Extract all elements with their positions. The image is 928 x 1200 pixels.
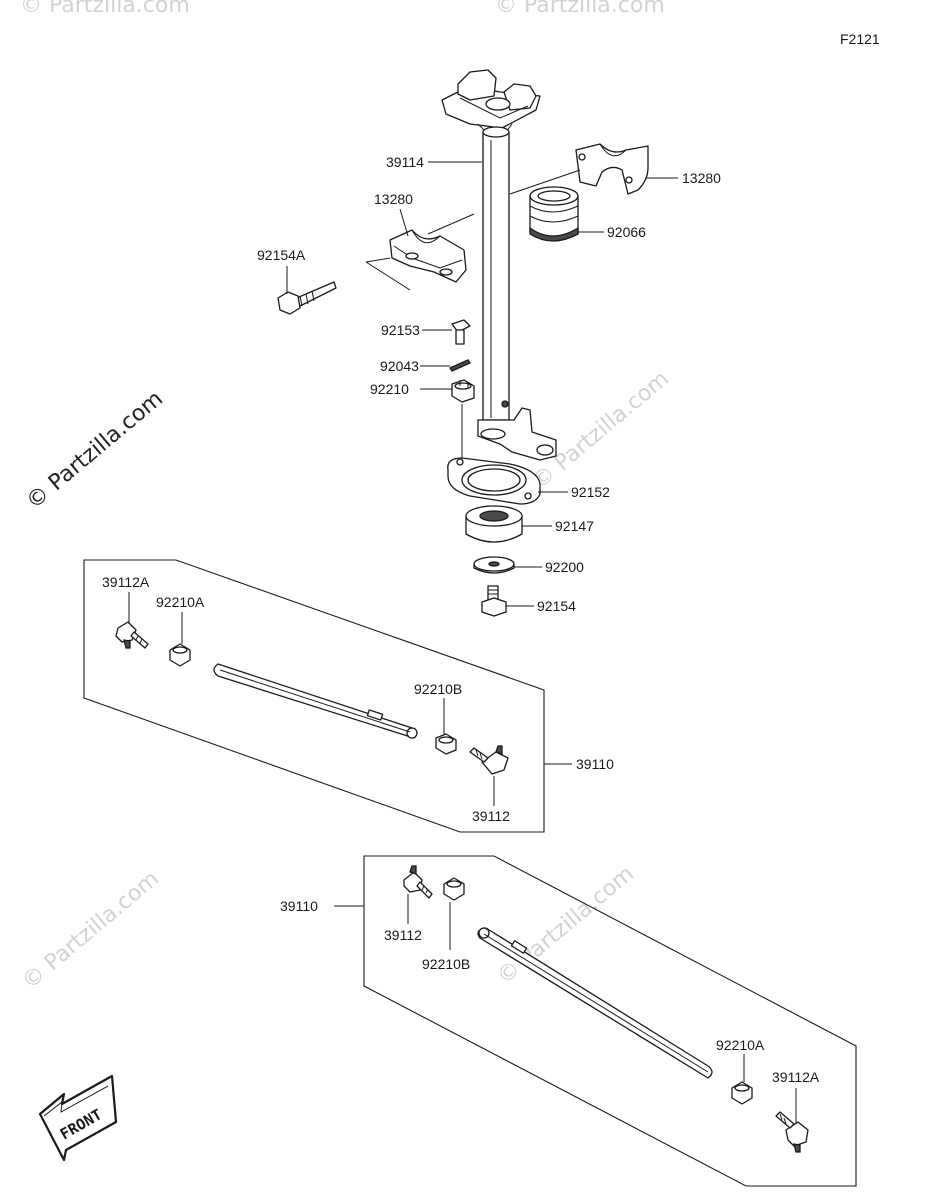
nut-b-2 <box>443 877 465 901</box>
label-92210b-2: 92210B <box>422 956 470 972</box>
label-39114: 39114 <box>386 154 424 170</box>
watermark-top-center: © Partzilla.com <box>495 0 665 18</box>
label-92043: 92043 <box>380 358 419 374</box>
label-39112a-2: 39112A <box>772 1069 820 1085</box>
tube-1 <box>213 663 418 739</box>
label-92147: 92147 <box>555 518 594 534</box>
label-39112-1: 39112 <box>472 808 510 824</box>
nut-b-1 <box>435 733 457 755</box>
figure-code: F2121 <box>840 31 880 47</box>
label-92152: 92152 <box>571 484 610 500</box>
washer <box>473 556 515 574</box>
nut-a-2 <box>731 1081 753 1105</box>
watermark-bottom-center: © Partzilla.com <box>493 861 639 989</box>
watermark-left: © Partzilla.com <box>22 386 168 514</box>
bushing <box>529 186 579 242</box>
tie-rod-assembly-2 <box>363 855 857 1187</box>
label-92154: 92154 <box>537 598 576 614</box>
guide-bolt-92154a-2 <box>365 257 391 263</box>
label-92210: 92210 <box>370 381 409 397</box>
clamp-lower <box>389 229 467 283</box>
label-92153: 92153 <box>381 322 420 338</box>
watermark-top-left: © Partzilla.com <box>20 0 190 18</box>
label-13280-right: 13280 <box>682 170 721 186</box>
tie-rod-end-a-2 <box>775 1111 809 1153</box>
label-92210b-1: 92210B <box>414 681 462 697</box>
tie-rod-end-2 <box>403 865 433 899</box>
watermark-center: © Partzilla.com <box>528 366 674 494</box>
guide-clamp-lower <box>427 213 475 235</box>
clamp-upper <box>575 143 649 195</box>
bolt-bottom <box>481 585 507 617</box>
label-92200: 92200 <box>545 559 584 575</box>
steering-shaft <box>441 69 557 461</box>
watermark-bottom-left: © Partzilla.com <box>18 866 164 994</box>
label-39110-2: 39110 <box>280 898 318 914</box>
leader-13280-left <box>399 208 409 237</box>
castle-nut <box>451 379 475 403</box>
label-39112-2: 39112 <box>384 927 422 943</box>
label-13280-left: 13280 <box>374 191 413 207</box>
label-92066: 92066 <box>607 224 646 240</box>
label-39110-1: 39110 <box>576 756 614 772</box>
label-92154a: 92154A <box>257 247 306 263</box>
label-92210a-2: 92210A <box>716 1037 765 1053</box>
label-39112a-1: 39112A <box>102 574 150 590</box>
tube-2 <box>477 927 713 1079</box>
bearing <box>465 505 523 543</box>
guide-bolt-92154a <box>365 261 411 291</box>
cotter-pin <box>449 359 471 372</box>
oil-seal <box>447 457 541 505</box>
guide-clamp-upper <box>509 169 581 195</box>
tie-rod-end-a-1 <box>115 621 149 649</box>
bolt-long <box>277 281 337 315</box>
label-92210a-1: 92210A <box>156 594 205 610</box>
tie-rod-assembly-1 <box>83 559 545 833</box>
nut-a-1 <box>169 643 191 667</box>
bolt-small <box>451 319 471 345</box>
tie-rod-end-1 <box>469 745 509 775</box>
front-arrow-icon: FRONT <box>38 1074 118 1162</box>
